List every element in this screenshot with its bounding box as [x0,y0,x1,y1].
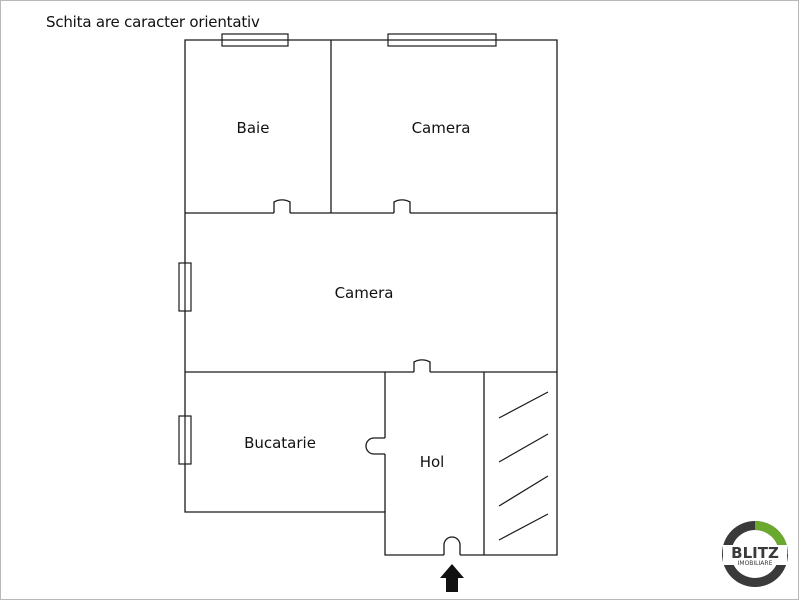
room-label-hol: Hol [420,453,445,471]
logo-word: BLITZ [731,544,779,562]
storage-hatch [498,391,549,541]
room-label-camera-main: Camera [335,284,394,302]
door-camera-top [393,199,411,213]
wall-outer [184,39,558,556]
blitz-logo: BLITZ IMOBILIARE [722,521,788,587]
door-entrance [443,536,461,555]
logo-band [723,545,787,565]
logo-sub: IMOBILIARE [738,560,773,567]
room-label-bucatarie: Bucatarie [244,434,316,452]
door-bucatarie [365,437,385,455]
room-label-camera-top: Camera [412,119,471,137]
room-label-baie: Baie [237,119,270,137]
door-camera-main [413,359,431,372]
entrance-arrow-icon [440,564,464,592]
disclaimer-note: Schita are caracter orientativ [46,13,260,31]
door-baie [273,199,291,213]
